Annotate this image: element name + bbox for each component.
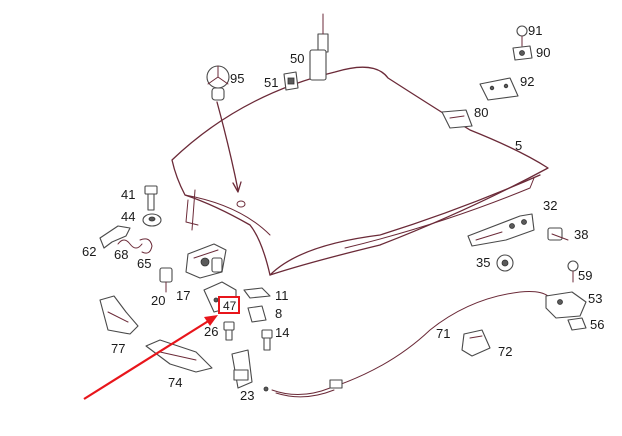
cable-holder-part-72 xyxy=(461,329,491,357)
release-cable-part-71 xyxy=(271,291,549,398)
label-92: 92 xyxy=(520,74,534,89)
screw-part-26 xyxy=(223,321,235,341)
callout-arrow xyxy=(83,315,218,400)
insulation-part-77 xyxy=(99,295,139,335)
label-68: 68 xyxy=(114,247,128,262)
label-38: 38 xyxy=(574,227,588,242)
spacer-part-8 xyxy=(247,305,267,323)
label-35: 35 xyxy=(476,255,490,270)
label-65: 65 xyxy=(137,256,151,271)
release-handle-part-53 xyxy=(545,291,587,319)
label-95: 95 xyxy=(230,71,244,86)
bracket-part-80 xyxy=(441,109,473,129)
nut-clip-part-90 xyxy=(512,45,533,61)
label-71: 71 xyxy=(436,326,450,341)
nut-part-44 xyxy=(142,213,162,227)
label-59: 59 xyxy=(578,268,592,283)
bolt-head-17b xyxy=(211,257,223,273)
label-32: 32 xyxy=(543,198,557,213)
label-56: 56 xyxy=(590,317,604,332)
star-emblem-part-95 xyxy=(206,65,242,193)
label-91: 91 xyxy=(528,23,542,38)
bolt-part-20 xyxy=(159,267,173,293)
label-23: 23 xyxy=(240,388,254,403)
bolt-part-41 xyxy=(144,185,158,211)
label-62: 62 xyxy=(82,244,96,259)
bushing-part-35 xyxy=(496,254,514,272)
label-74: 74 xyxy=(168,375,182,390)
insulation-part-74 xyxy=(145,339,213,373)
label-51: 51 xyxy=(264,75,278,90)
spring-part-68 xyxy=(117,239,143,249)
clip-part-56 xyxy=(567,317,587,331)
label-17: 17 xyxy=(176,288,190,303)
gas-strut-part-50 xyxy=(309,13,329,81)
highlight-box xyxy=(218,296,240,314)
release-lever-part-62 xyxy=(99,225,131,249)
part-labels: 5 8 11 14 17 20 23 26 32 35 38 41 44 50 … xyxy=(82,23,604,403)
screw-part-14 xyxy=(261,329,273,351)
screw-part-91 xyxy=(516,25,528,47)
label-53: 53 xyxy=(588,291,602,306)
label-80: 80 xyxy=(474,105,488,120)
arrow-head xyxy=(204,315,218,326)
label-50: 50 xyxy=(290,51,304,66)
label-8: 8 xyxy=(275,306,282,321)
label-5: 5 xyxy=(515,138,522,153)
label-41: 41 xyxy=(121,187,135,202)
highlight-part-47: 47 xyxy=(218,296,240,314)
bolt-part-38 xyxy=(547,227,569,241)
label-77: 77 xyxy=(111,341,125,356)
hinge-part-32 xyxy=(467,213,535,247)
label-47: 47 xyxy=(223,299,237,313)
clip-part-51 xyxy=(283,71,299,91)
label-20: 20 xyxy=(151,293,165,308)
arrow-shaft xyxy=(83,319,211,400)
label-90: 90 xyxy=(536,45,550,60)
label-14: 14 xyxy=(275,325,289,340)
bracket-part-92 xyxy=(479,77,519,101)
screw-part-59 xyxy=(567,260,579,283)
striker-part-23 xyxy=(231,349,269,392)
clip-part-11 xyxy=(243,287,271,299)
label-44: 44 xyxy=(121,209,135,224)
clip-part-65 xyxy=(139,238,153,254)
label-72: 72 xyxy=(498,344,512,359)
label-11: 11 xyxy=(275,288,289,303)
hood-part-5 xyxy=(171,66,549,276)
label-26: 26 xyxy=(204,324,218,339)
